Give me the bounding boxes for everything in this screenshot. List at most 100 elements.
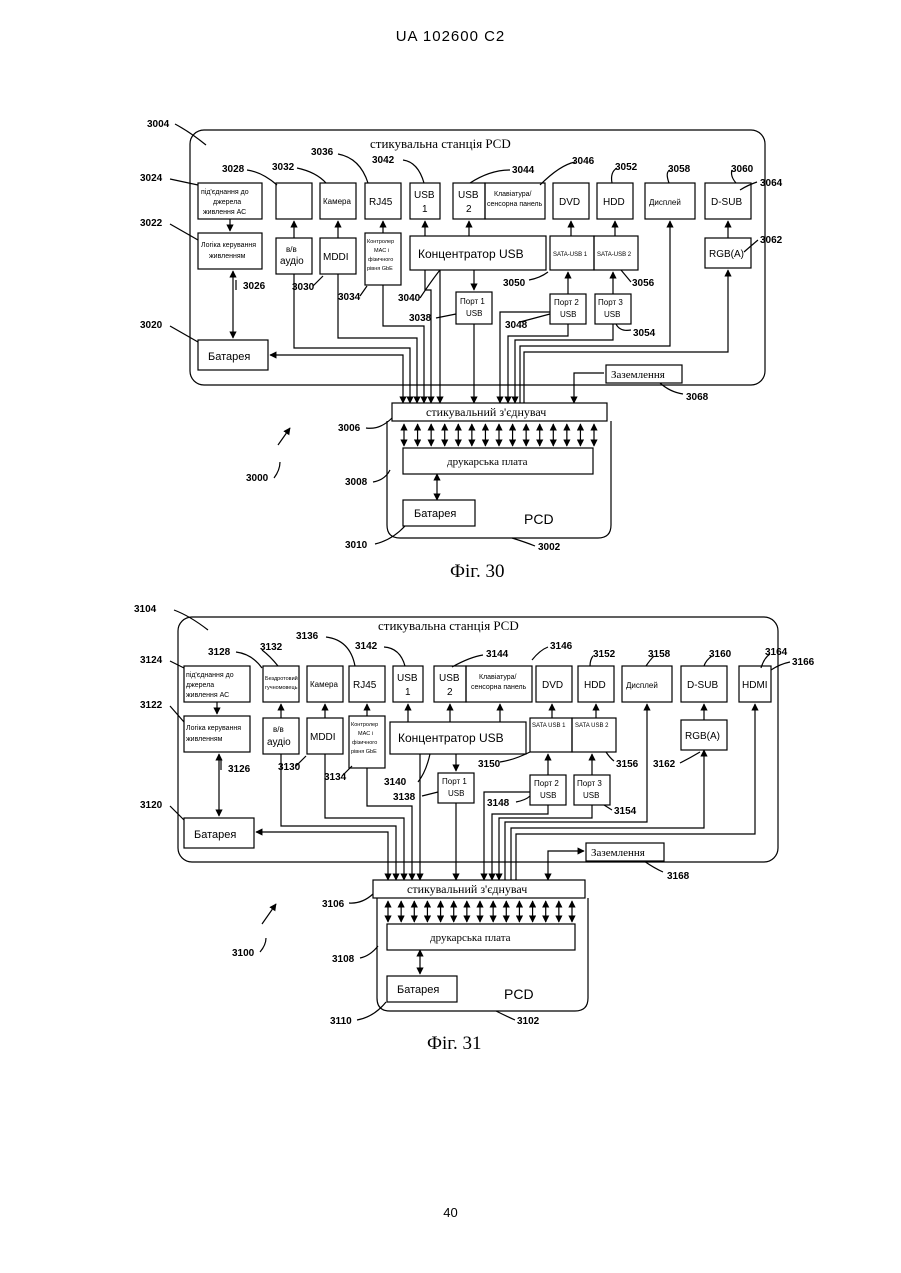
ref-3062: 3062 [760,235,783,246]
port3-label-2: USB [604,310,620,319]
ref-3048: 3048 [505,320,528,331]
ac-label-2: джерела [186,682,214,689]
ground-label: Заземлення [611,369,665,381]
ref-3064: 3064 [760,178,783,189]
audio-label: аудіо [280,256,304,267]
ref-3026: 3026 [243,281,266,292]
ref-3022: 3022 [140,218,163,229]
ref-3004: 3004 [147,119,170,130]
port2-label-2: USB [560,310,576,319]
pcd-label: PCD [504,986,534,1002]
display-label: Дисплей [626,681,658,690]
ref-3060: 3060 [731,164,754,175]
keyboard-label-1: Клавіатура/ [479,673,517,681]
camera-label: Камера [323,197,352,206]
circuit-board-label: друкарська плата [447,456,528,468]
keyboard-label-2: сенсорна панель [487,201,543,208]
power-logic-box [198,233,262,269]
ref-3122: 3122 [140,700,163,711]
ref-3140: 3140 [384,777,407,788]
usb2-label-1: USB [458,190,479,201]
camera-label: Камера [310,680,339,689]
figure-31-reference-numbers: 3104 3124 3122 3126 3120 3128 3132 3136 … [134,604,815,1027]
usb1-label-1: USB [414,190,435,201]
usb2-label-1: USB [439,673,460,684]
port1-label-2: USB [448,789,464,798]
ref-3160: 3160 [709,649,732,660]
power-label-2: живленням [209,253,246,260]
ref-3000: 3000 [246,473,269,484]
port1-label-2: USB [466,309,482,318]
docking-station-label: стикувальна станція PCD [370,136,511,151]
ref-3158: 3158 [648,649,671,660]
power-label-1: Логіка керування [186,724,241,732]
ref-3054: 3054 [633,328,656,339]
mddi-label: MDDI [323,252,349,263]
ref-3134: 3134 [324,772,347,783]
sata2-label: SATA-USB 2 [597,252,632,258]
ground-label: Заземлення [591,847,645,859]
io-label: в/в [286,245,297,254]
mac-label-4: рівня GbE [351,749,377,755]
usb1-label-2: 1 [422,204,428,215]
ac-label-3: живлення АС [203,209,246,216]
connector-label: стикувальний з'єднувач [407,882,527,896]
rgb-label: RGB(A) [709,249,744,260]
ref-3128: 3128 [208,647,231,658]
ref-3162: 3162 [653,759,676,770]
ref-3130: 3130 [278,762,301,773]
ref-3166: 3166 [792,657,815,668]
hdmi-label: HDMI [742,680,768,691]
rgb-label: RGB(A) [685,731,720,742]
wireless-label-2: гучномовець [265,685,298,691]
sata1-label: SATA USB 1 [532,723,566,729]
sata2-label: SATA USB 2 [575,723,609,729]
mac-label-1: Контролер [351,722,378,728]
ref-3108: 3108 [332,954,355,965]
pcd-battery-label: Батарея [397,984,439,996]
figure-30: стикувальна станція PCD під'єднання до д… [170,124,765,582]
ref-3036: 3036 [311,147,334,158]
ref-3042: 3042 [372,155,395,166]
ref-3058: 3058 [668,164,691,175]
station-battery-label: Батарея [208,351,250,363]
usb1-label-2: 1 [405,687,411,698]
ref-3156: 3156 [616,759,639,770]
mac-label-3: фізичного [352,740,377,746]
ref-3104: 3104 [134,604,157,615]
ref-3050: 3050 [503,278,526,289]
port1-label-1: Порт 1 [442,777,467,786]
ref-3154: 3154 [614,806,637,817]
ref-3106: 3106 [322,899,345,910]
ref-3152: 3152 [593,649,616,660]
ref-3006: 3006 [338,423,361,434]
box-3028 [276,183,312,219]
ref-3068: 3068 [686,392,709,403]
port3-label-1: Порт 3 [598,298,623,307]
port2-label-2: USB [540,791,556,800]
figure-caption: Фіг. 30 [450,561,504,582]
keyboard-label-1: Клавіатура/ [494,190,532,198]
hdd-label: HDD [603,197,625,208]
ref-3150: 3150 [478,759,501,770]
ref-3132: 3132 [260,642,283,653]
ref-3040: 3040 [398,293,421,304]
ref-3002: 3002 [538,542,561,553]
ref-3110: 3110 [330,1016,352,1027]
ref-3030: 3030 [292,282,315,293]
power-logic-box [184,716,250,752]
ac-label-3: живлення АС [186,692,229,699]
mac-label-1: Контролер [367,239,394,245]
io-label: в/в [273,725,284,734]
connector-pins [404,424,594,446]
page-number: 40 [0,1205,901,1220]
ref-3038: 3038 [409,313,432,324]
dsub-label: D-SUB [687,680,718,691]
ref-3044: 3044 [512,165,535,176]
connector-pins [388,901,572,922]
ac-label-1: під'єднання до [201,188,249,196]
dvd-label: DVD [559,197,580,208]
figure-caption: Фіг. 31 [427,1033,481,1054]
power-label-1: Логіка керування [201,241,256,249]
